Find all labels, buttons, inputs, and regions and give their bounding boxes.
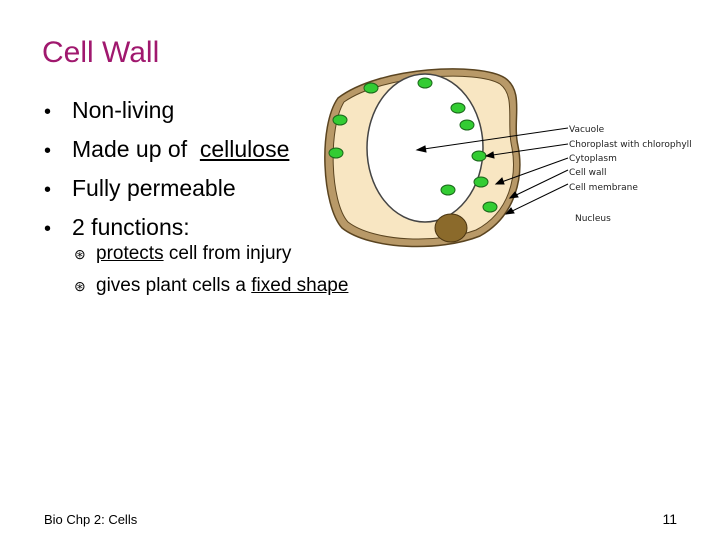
arrow-cell-membrane	[505, 183, 569, 215]
label-chloroplast: Choroplast with chlorophyll	[569, 140, 692, 150]
chloroplasts	[328, 77, 498, 213]
sub-bullet-text: gives plant cells a	[96, 275, 252, 296]
chloroplast	[328, 147, 344, 159]
slide-number: 11	[662, 511, 677, 527]
label-arrows	[415, 127, 569, 215]
chloroplast	[440, 184, 456, 196]
arrowhead	[494, 177, 505, 185]
arrow-chloroplast	[485, 143, 569, 157]
bullet-dot: •	[44, 218, 52, 240]
bullet-item: • Non-living	[44, 92, 289, 131]
sub-bullet-item: ⊛ gives plant cells a fixed shape	[74, 270, 348, 302]
bullet-item: • 2 functions:	[44, 209, 289, 248]
sub-bullet-icon: ⊛	[74, 246, 86, 262]
bullet-text: Non-living	[72, 97, 175, 123]
nucleus	[434, 213, 468, 243]
chloroplast	[473, 176, 489, 188]
bullet-item: • Fully permeable	[44, 170, 289, 209]
label-cell-membrane: Cell membrane	[569, 183, 638, 193]
arrowhead	[484, 151, 495, 159]
sub-bullet-underlined: protects	[96, 243, 164, 264]
bullet-text-underlined: cellulose	[199, 136, 290, 162]
bullet-text: 2 functions:	[72, 214, 190, 240]
arrow-vacuole	[416, 127, 569, 151]
arrow-cell-wall	[509, 169, 569, 199]
sub-bullet-list: ⊛ protects cell from injury ⊛ gives plan…	[74, 238, 348, 302]
bullet-item: • Made up of cellulose	[44, 131, 289, 170]
plant-cell-diagram: Vacuole Choroplast with chlorophyll Cyto…	[324, 68, 692, 248]
label-cytoplasm: Cytoplasm	[569, 154, 617, 164]
bullet-dot: •	[44, 140, 52, 162]
bullet-text-plain: Made up of	[72, 136, 194, 162]
chloroplast	[332, 114, 348, 126]
sub-bullet-item: ⊛ protects cell from injury	[74, 238, 348, 270]
arrowhead	[415, 145, 427, 153]
sub-bullet-text: cell from injury	[163, 243, 292, 264]
chloroplast	[450, 102, 466, 114]
bullet-dot: •	[44, 101, 52, 123]
label-nucleus: Nucleus	[575, 214, 611, 224]
sub-bullet-icon: ⊛	[74, 278, 86, 294]
arrowhead	[508, 191, 519, 199]
chloroplast	[363, 82, 379, 94]
label-vacuole: Vacuole	[569, 125, 605, 135]
arrowhead	[504, 207, 515, 215]
bullet-dot: •	[44, 179, 52, 201]
arrow-cytoplasm	[495, 157, 569, 185]
chloroplast	[471, 150, 487, 162]
chloroplast	[482, 201, 498, 213]
bullet-text: Made up of cellulose	[72, 131, 289, 168]
sub-bullet-underlined: fixed shape	[251, 275, 349, 296]
chloroplast	[417, 77, 433, 89]
bullet-list: • Non-living • Made up of cellulose • Fu…	[44, 92, 289, 248]
label-cell-wall: Cell wall	[569, 168, 607, 178]
footer-chapter: Bio Chp 2: Cells	[44, 512, 138, 527]
bullet-text: Fully permeable	[72, 175, 236, 201]
chloroplast	[459, 119, 475, 131]
slide-title: Cell Wall	[42, 36, 160, 69]
